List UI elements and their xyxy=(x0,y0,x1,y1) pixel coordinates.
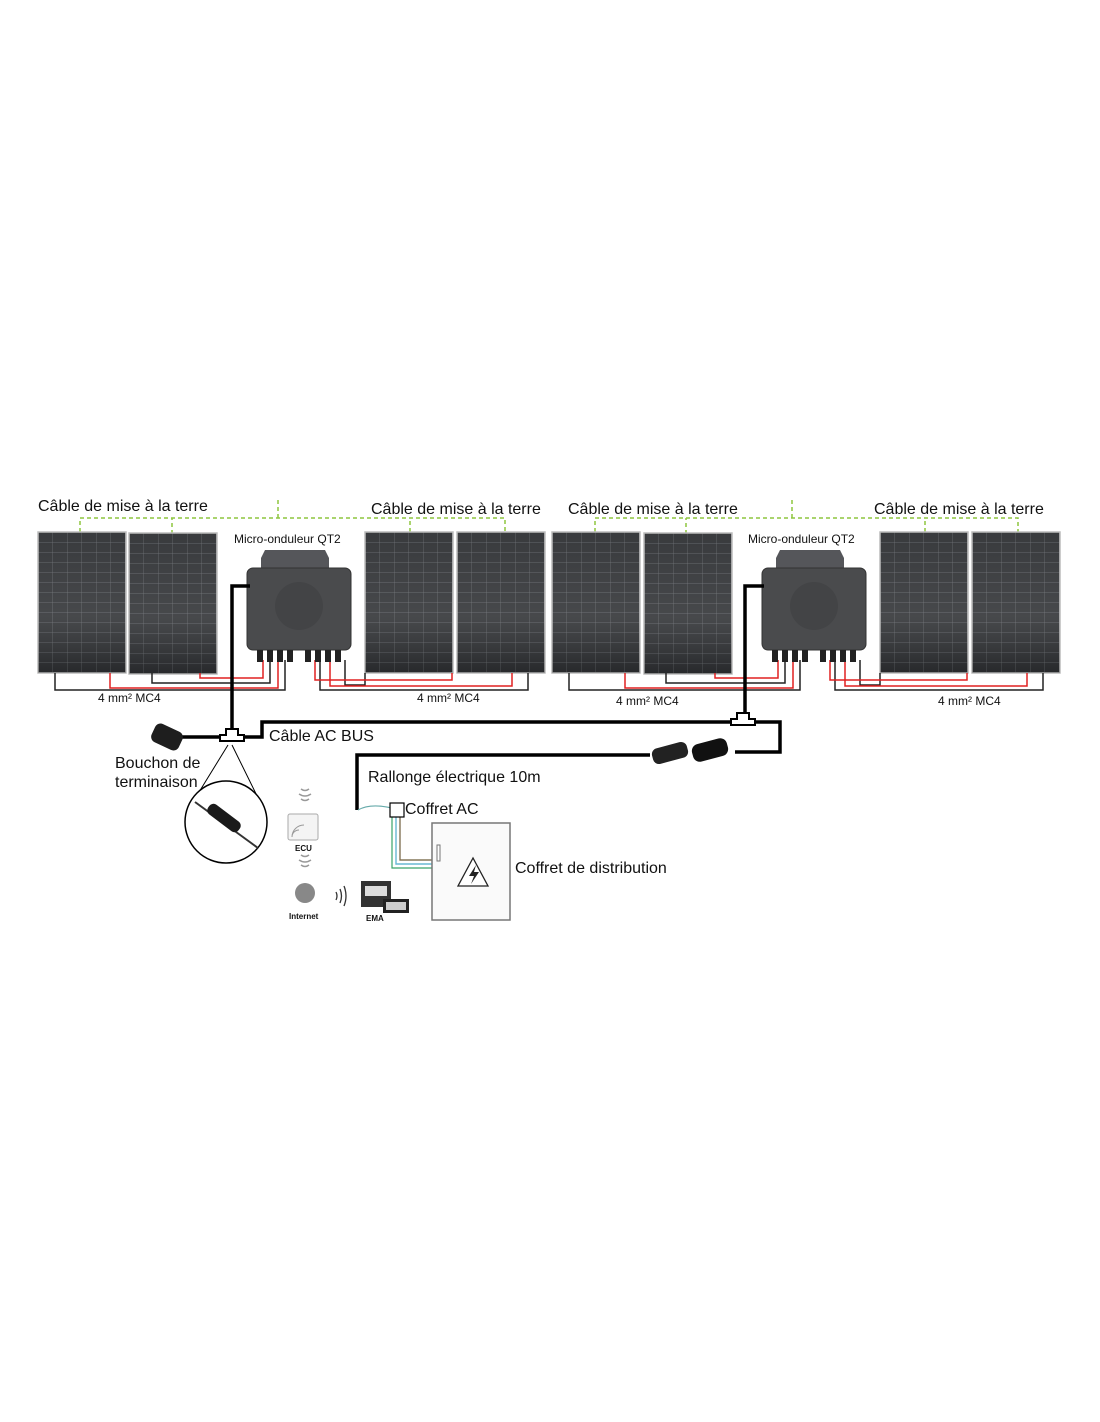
solar-panel xyxy=(879,531,969,674)
ac-connectors xyxy=(651,738,729,765)
ground-cable-left xyxy=(79,498,506,534)
high-voltage-icon xyxy=(456,856,490,887)
dc-cable-label: 4 mm² MC4 xyxy=(938,694,1001,708)
wireless-icon xyxy=(335,885,347,907)
internet-label: Internet xyxy=(289,912,319,921)
micro-inverter-label: Micro-onduleur QT2 xyxy=(234,532,341,546)
solar-panel xyxy=(128,532,218,675)
dc-negative-cables xyxy=(54,660,529,691)
solar-panel xyxy=(643,532,733,675)
ground-cable-label: Câble de mise à la terre xyxy=(371,501,541,518)
array-left: Câble de mise à la terre Câble de mise à… xyxy=(37,498,546,705)
solar-panel xyxy=(364,531,454,674)
end-cap-label: Bouchon de xyxy=(115,755,201,772)
ecu-device xyxy=(287,813,319,841)
monitoring: ECU Internet EMA xyxy=(287,788,409,923)
solar-panel xyxy=(971,531,1061,674)
distribution-box xyxy=(431,822,511,921)
distribution-box-label: Coffret de distribution xyxy=(515,860,667,877)
ac-box-label: Coffret AC xyxy=(405,801,479,818)
ground-cable-label: Câble de mise à la terre xyxy=(874,501,1044,518)
ema-label: EMA xyxy=(366,914,384,923)
connector-magnifier xyxy=(184,744,268,864)
solar-panel xyxy=(456,531,546,674)
distribution: Coffret AC Coffret de distribution xyxy=(357,801,667,921)
dc-cable-label: 4 mm² MC4 xyxy=(616,694,679,708)
micro-inverter-label: Micro-onduleur QT2 xyxy=(748,532,855,546)
ac-bus-label: Câble AC BUS xyxy=(269,728,374,745)
globe-icon xyxy=(295,883,315,903)
dc-cable-label: 4 mm² MC4 xyxy=(98,691,161,705)
micro-inverter xyxy=(761,549,867,663)
array-right: Câble de mise à la terre Câble de mise à… xyxy=(551,498,1061,708)
ground-cable-right xyxy=(594,498,1019,534)
ground-cable-label: Câble de mise à la terre xyxy=(38,498,208,515)
ecu-label: ECU xyxy=(295,844,312,853)
wireless-icon xyxy=(298,788,312,868)
micro-inverter xyxy=(246,549,352,663)
extension-label: Rallonge électrique 10m xyxy=(368,769,541,786)
ac-bus: Câble AC BUS Bouchon de terminaison Rall… xyxy=(115,584,782,864)
dc-cable-label: 4 mm² MC4 xyxy=(417,691,480,705)
dc-negative-cables xyxy=(568,660,1044,691)
solar-panel xyxy=(37,531,127,674)
ema-device xyxy=(361,881,409,913)
t-connector xyxy=(219,728,245,742)
end-cap xyxy=(151,723,183,751)
t-connector xyxy=(730,712,756,726)
solar-panel xyxy=(551,531,641,674)
end-cap-label: terminaison xyxy=(115,774,198,791)
ac-box xyxy=(389,802,405,818)
ground-cable-label: Câble de mise à la terre xyxy=(568,501,738,518)
